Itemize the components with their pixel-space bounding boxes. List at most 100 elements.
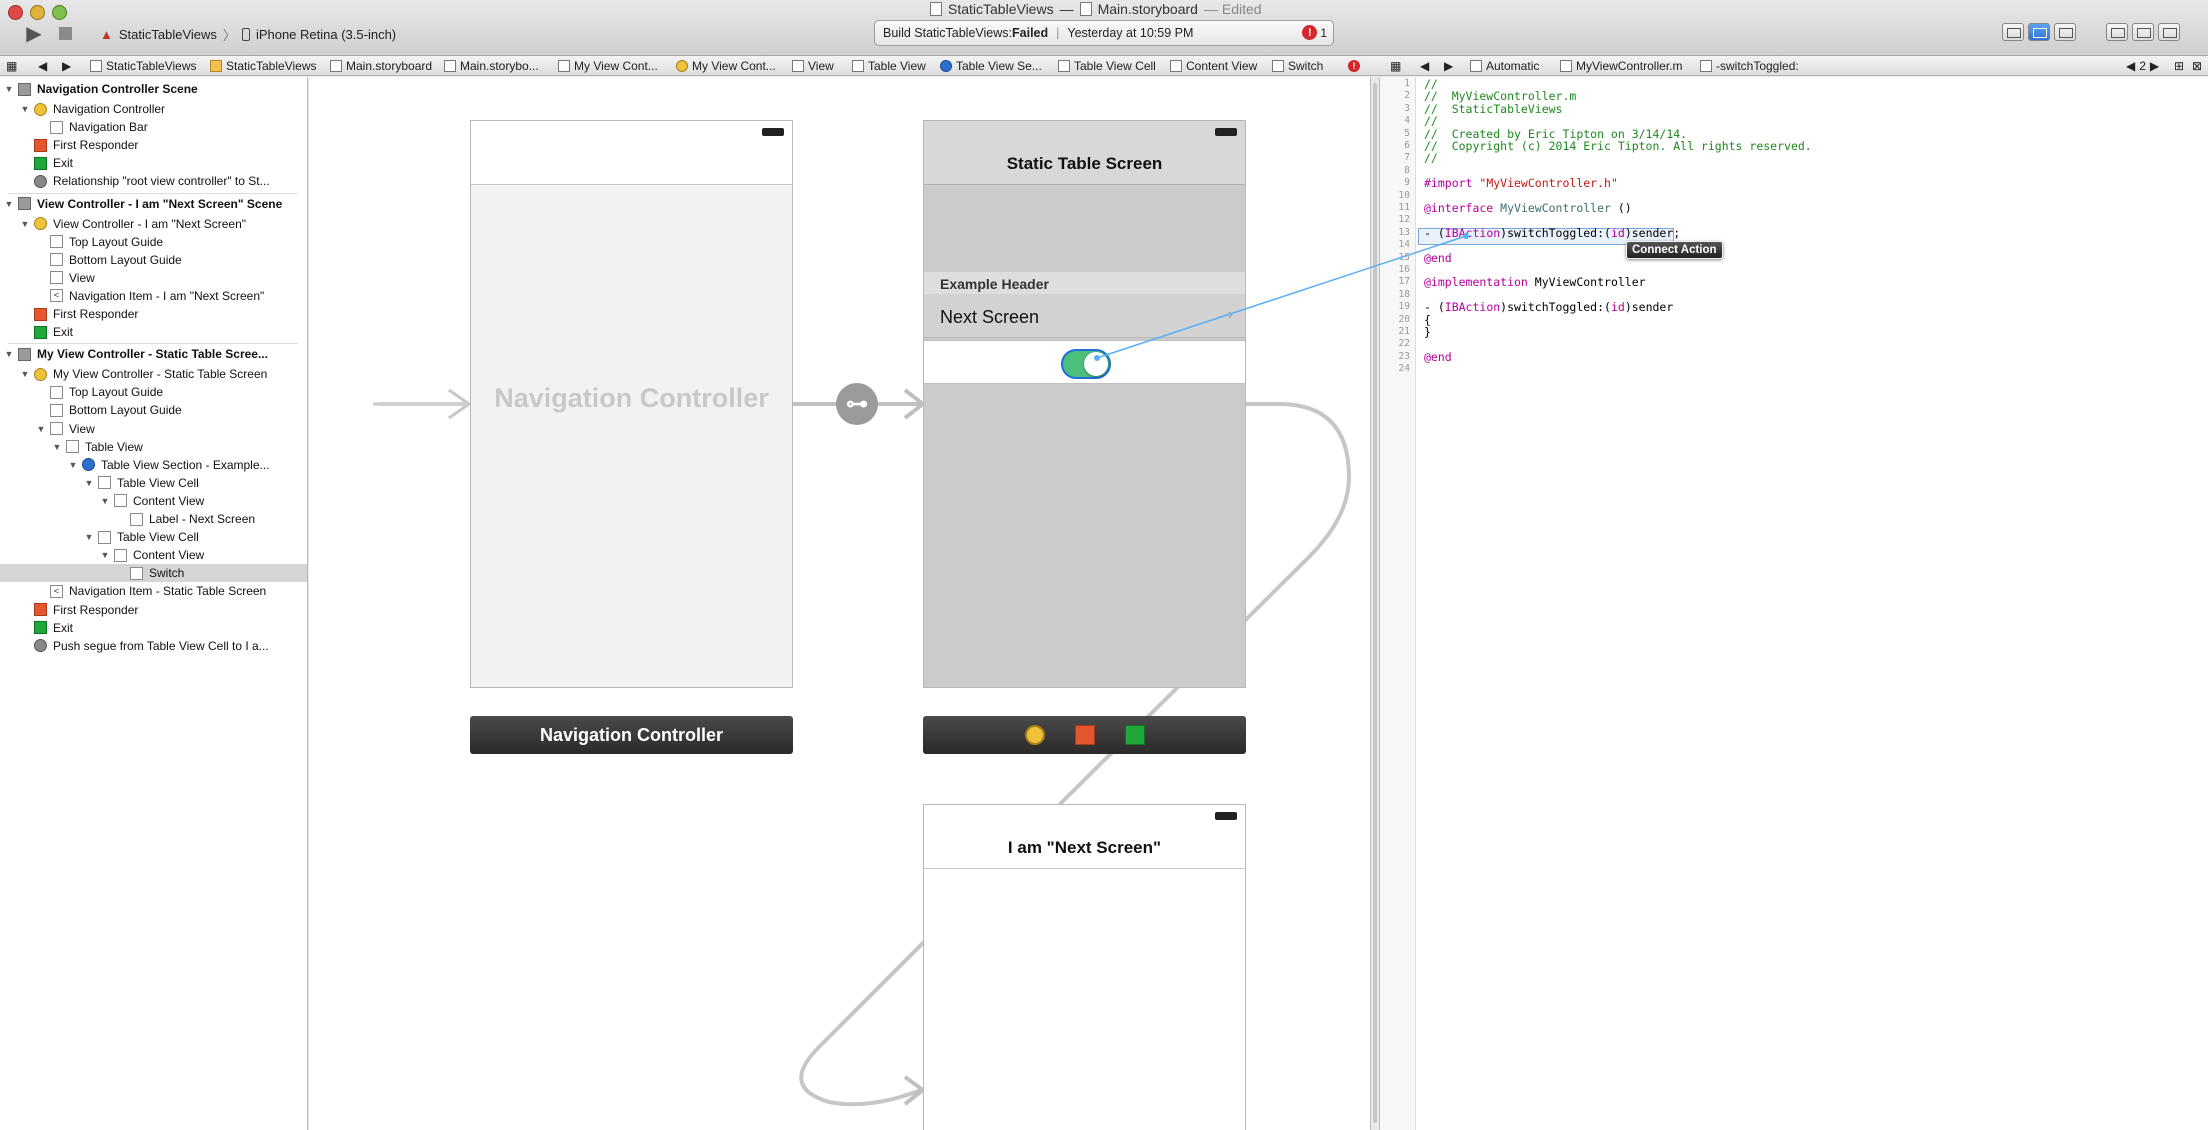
outline-item[interactable]: Navigation Bar xyxy=(0,118,307,136)
activity-view[interactable]: Build StaticTableViews: Failed | Yesterd… xyxy=(874,20,1334,46)
disclosure-triangle-icon[interactable]: ▼ xyxy=(100,550,110,561)
static-scene-dock[interactable] xyxy=(923,716,1246,754)
editor-back-button[interactable]: ◀ xyxy=(1420,58,1429,74)
navigation-bar[interactable] xyxy=(471,121,792,185)
outline-item[interactable]: View xyxy=(0,269,307,287)
code-line[interactable]: - (IBAction)switchToggled:(id)sender xyxy=(1424,300,1673,314)
debug-area-toggle-button[interactable] xyxy=(2132,23,2154,41)
editor-related-items-button[interactable]: ▦ xyxy=(1390,58,1401,74)
static-navigation-bar[interactable]: Static Table Screen xyxy=(924,121,1245,185)
disclosure-triangle-icon[interactable]: ▼ xyxy=(4,349,14,360)
outline-item[interactable]: ▼My View Controller - Static Table Scree… xyxy=(0,365,307,383)
code-line[interactable]: // Created by Eric Tipton on 3/14/14. xyxy=(1424,127,1687,141)
next-screen-scene[interactable]: I am "Next Screen" xyxy=(923,804,1246,1130)
run-button[interactable]: ▶ xyxy=(22,22,46,45)
outline-item[interactable]: Label - Next Screen xyxy=(0,510,307,528)
disclosure-triangle-icon[interactable]: ▼ xyxy=(4,198,14,209)
scheme-selector[interactable]: ▲ StaticTableViews 〉 iPhone Retina (3.5-… xyxy=(100,24,396,44)
close-editor-button[interactable]: ⊠ xyxy=(2192,58,2202,74)
outline-item[interactable]: First Responder xyxy=(0,305,307,323)
disclosure-triangle-icon[interactable]: ▼ xyxy=(100,495,110,506)
forward-button[interactable]: ▶ xyxy=(62,58,71,74)
nav-controller-scene-dock[interactable]: Navigation Controller xyxy=(470,716,793,754)
utilities-toggle-button[interactable] xyxy=(2158,23,2180,41)
jumpbar-item-view[interactable]: View xyxy=(792,58,834,74)
jumpbar-item-file[interactable]: Main.storyboard xyxy=(330,58,432,74)
navigation-controller-scene[interactable]: Navigation Controller xyxy=(470,120,793,688)
code-line[interactable]: // StaticTableViews xyxy=(1424,102,1562,116)
jumpbar-item-cell[interactable]: Table View Cell xyxy=(1058,58,1156,74)
next-screen-cell[interactable]: Next Screen › xyxy=(924,294,1245,338)
outline-item[interactable]: ▼View Controller - I am "Next Screen" xyxy=(0,215,307,233)
code-line[interactable]: // Copyright (c) 2014 Eric Tipton. All r… xyxy=(1424,139,1812,153)
outline-item[interactable]: Exit xyxy=(0,619,307,637)
outline-item[interactable]: ▼Table View Cell xyxy=(0,528,307,546)
minimize-window-button[interactable] xyxy=(30,5,45,20)
toggle-switch[interactable] xyxy=(1061,349,1111,379)
jumpbar-item-project[interactable]: StaticTableViews xyxy=(90,58,197,74)
storyboard-canvas[interactable]: Navigation Controller Navigation Control… xyxy=(309,77,1370,1130)
outline-item[interactable]: Relationship "root view controller" to S… xyxy=(0,172,307,190)
close-window-button[interactable] xyxy=(8,5,23,20)
outline-item[interactable]: <Navigation Item - Static Table Screen xyxy=(0,582,307,600)
outline-scene[interactable]: ▼Navigation Controller Scene xyxy=(0,80,307,98)
outline-item[interactable]: <Navigation Item - I am "Next Screen" xyxy=(0,287,307,305)
code-line[interactable]: } xyxy=(1424,325,1431,339)
jumpbar-item-group[interactable]: StaticTableViews xyxy=(210,58,317,74)
disclosure-triangle-icon[interactable]: ▼ xyxy=(36,423,46,434)
disclosure-triangle-icon[interactable]: ▼ xyxy=(84,477,94,488)
add-editor-button[interactable]: ⊞ xyxy=(2174,58,2184,74)
relationship-segue-icon[interactable]: ⊶ xyxy=(836,383,878,425)
outline-item[interactable]: Exit xyxy=(0,154,307,172)
disclosure-triangle-icon[interactable]: ▼ xyxy=(20,218,30,229)
navigator-toggle-button[interactable] xyxy=(2106,23,2128,41)
code-line[interactable]: @end xyxy=(1424,251,1452,265)
editor-jumpbar-method[interactable]: -switchToggled: xyxy=(1700,58,1799,74)
code-line[interactable]: // xyxy=(1424,151,1438,165)
disclosure-triangle-icon[interactable]: ▼ xyxy=(68,459,78,470)
outline-item[interactable]: ▼Navigation Controller xyxy=(0,100,307,118)
jumpbar-item-table-view[interactable]: Table View xyxy=(852,58,926,74)
disclosure-triangle-icon[interactable]: ▼ xyxy=(84,532,94,543)
exit-dock-icon[interactable] xyxy=(1124,725,1145,745)
outline-item[interactable]: First Responder xyxy=(0,601,307,619)
jumpbar-item-content-view[interactable]: Content View xyxy=(1170,58,1257,74)
outline-item[interactable]: ▼Table View Section - Example... xyxy=(0,456,307,474)
next-navigation-bar[interactable]: I am "Next Screen" xyxy=(924,805,1245,869)
disclosure-triangle-icon[interactable]: ▼ xyxy=(20,369,30,380)
outline-scene[interactable]: ▼View Controller - I am "Next Screen" Sc… xyxy=(0,195,307,213)
code-line[interactable]: // MyViewController.m xyxy=(1424,89,1576,103)
code-line[interactable]: @implementation MyViewController xyxy=(1424,275,1646,289)
outline-item[interactable]: Exit xyxy=(0,323,307,341)
standard-editor-button[interactable] xyxy=(2002,23,2024,41)
code-line[interactable]: @end xyxy=(1424,350,1452,364)
jumpbar-item-controller[interactable]: My View Cont... xyxy=(676,58,776,74)
related-items-button[interactable]: ▦ xyxy=(6,58,17,74)
zoom-window-button[interactable] xyxy=(52,5,67,20)
outline-item[interactable]: Top Layout Guide xyxy=(0,233,307,251)
view-controller-dock-icon[interactable] xyxy=(1024,725,1045,745)
jumpbar-item-section[interactable]: Table View Se... xyxy=(940,58,1042,74)
code-line[interactable]: @interface MyViewController () xyxy=(1424,201,1632,215)
static-table-scene[interactable]: Static Table Screen Example Header Next … xyxy=(923,120,1246,688)
editor-forward-button[interactable]: ▶ xyxy=(1444,58,1453,74)
outline-item[interactable]: ▼Content View xyxy=(0,546,307,564)
editor-jumpbar-file[interactable]: MyViewController.m xyxy=(1560,58,1682,74)
outline-item[interactable]: ▼Table View Cell xyxy=(0,474,307,492)
jumpbar-item-scene[interactable]: My View Cont... xyxy=(558,58,658,74)
assistant-editor-button[interactable] xyxy=(2028,23,2050,41)
code-line[interactable]: // xyxy=(1424,77,1438,91)
outline-item[interactable]: Switch xyxy=(0,564,307,583)
outline-item[interactable]: ▼Content View xyxy=(0,492,307,510)
version-editor-button[interactable] xyxy=(2054,23,2076,41)
disclosure-triangle-icon[interactable]: ▼ xyxy=(20,104,30,114)
jumpbar-item-localization[interactable]: Main.storybo... xyxy=(444,58,539,74)
outline-scene[interactable]: ▼My View Controller - Static Table Scree… xyxy=(0,345,307,363)
first-responder-dock-icon[interactable] xyxy=(1074,725,1095,745)
device-name[interactable]: iPhone Retina (3.5-inch) xyxy=(255,26,397,42)
back-button[interactable]: ◀ xyxy=(38,58,47,74)
stop-button[interactable] xyxy=(56,24,74,42)
outline-item[interactable]: Push segue from Table View Cell to I a..… xyxy=(0,637,307,655)
